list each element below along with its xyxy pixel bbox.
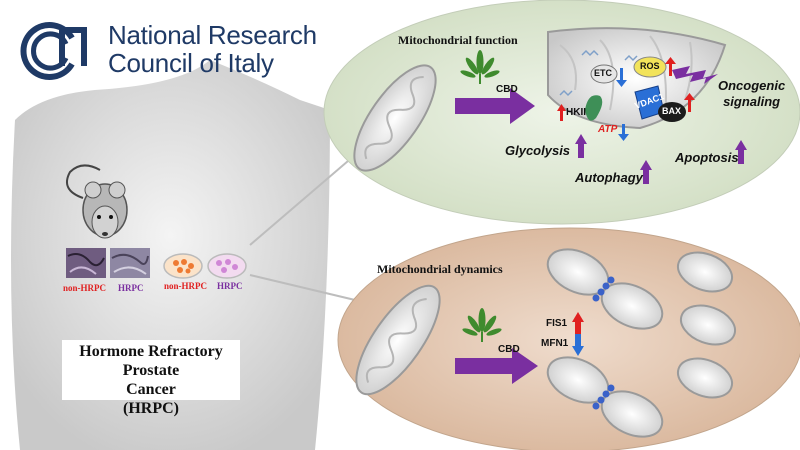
glycolysis-label: Glycolysis xyxy=(505,143,571,158)
etc-down-arrow xyxy=(616,68,627,87)
hkii-label: HKII xyxy=(566,107,586,118)
apoptosis-up-arrow xyxy=(735,140,747,164)
tissue-label-non-hrpc: non-HRPC xyxy=(63,283,107,293)
petri-dish-non-hrpc xyxy=(163,253,203,279)
dish-label-hrpc: HRPC xyxy=(217,281,243,291)
dynamics-panel-title: Mitochondrial dynamics xyxy=(377,262,503,276)
mfn1-label: MFN1 xyxy=(541,338,569,349)
tissue-label-hrpc: HRPC xyxy=(118,283,144,293)
logo-title: National Research Council of Italy xyxy=(108,21,317,77)
autophagy-up-arrow xyxy=(640,160,652,184)
hrpc-title-box: Hormone Refractory Prostate Cancer (HRPC… xyxy=(62,340,240,417)
oncogenic-line-1: Oncogenic xyxy=(718,78,786,93)
ros-up-arrow xyxy=(665,57,676,76)
hrpc-title-line-3: (HRPC) xyxy=(123,400,179,417)
cannabis-leaf-function-icon xyxy=(460,50,500,84)
logo-line-2: Council of Italy xyxy=(108,48,274,78)
dish-label-non-hrpc: non-HRPC xyxy=(164,281,208,291)
atp-label: ATP xyxy=(598,124,618,135)
cnr-logo-icon xyxy=(20,22,87,80)
mouse-illustration xyxy=(66,164,128,239)
fis1-label: FIS1 xyxy=(546,318,568,329)
mitochondrion-function-left xyxy=(353,64,437,172)
cbd-label-dynamics: CBD xyxy=(498,344,520,355)
mitochondrion-fission-bottom xyxy=(546,356,664,438)
hkii-protein xyxy=(585,95,603,121)
atp-down-arrow xyxy=(618,124,629,141)
logo-line-1: National Research xyxy=(108,20,317,50)
hrpc-title-line-2: Cancer xyxy=(126,381,176,398)
oncogenic-label: Oncogenic signaling xyxy=(718,78,785,110)
hrpc-title-line-1: Hormone Refractory Prostate xyxy=(79,343,223,379)
ros-label: ROS xyxy=(640,61,660,71)
tissue-image-non-hrpc xyxy=(66,248,106,278)
apoptosis-label: Apoptosis xyxy=(675,150,739,165)
dynamics-panel-ellipse xyxy=(337,227,800,450)
cbd-arrow-dynamics xyxy=(455,348,538,384)
etc-bubble xyxy=(590,64,618,84)
oncogenic-line-2: signaling xyxy=(723,94,781,109)
bax-label: BAX xyxy=(662,106,682,116)
function-panel-title: Mitochondrial function xyxy=(398,33,518,47)
fis1-up-arrow xyxy=(572,312,584,334)
connector-line-top xyxy=(249,154,356,246)
mitochondrion-dynamics-left xyxy=(355,284,441,396)
autophagy-label: Autophagy xyxy=(575,170,643,185)
tissue-image-hrpc xyxy=(110,248,150,278)
connector-line-bottom xyxy=(249,274,356,301)
cbd-arrow-function xyxy=(455,88,535,124)
bax-up-arrow xyxy=(684,93,695,112)
glycolysis-up-arrow xyxy=(575,134,587,158)
cannabis-leaf-dynamics-icon xyxy=(462,308,502,342)
mitochondrion-fission-top xyxy=(546,248,664,330)
bax-bubble xyxy=(658,102,686,122)
lightning-arrow xyxy=(672,66,718,84)
mfn1-down-arrow xyxy=(572,334,584,356)
cbd-label-function: CBD xyxy=(496,84,518,95)
ros-bubble xyxy=(633,56,667,78)
hkii-up-arrow xyxy=(557,104,566,121)
petri-dish-hrpc xyxy=(207,253,247,279)
mitochondria-small-right xyxy=(676,251,737,399)
etc-label: ETC xyxy=(594,68,612,78)
